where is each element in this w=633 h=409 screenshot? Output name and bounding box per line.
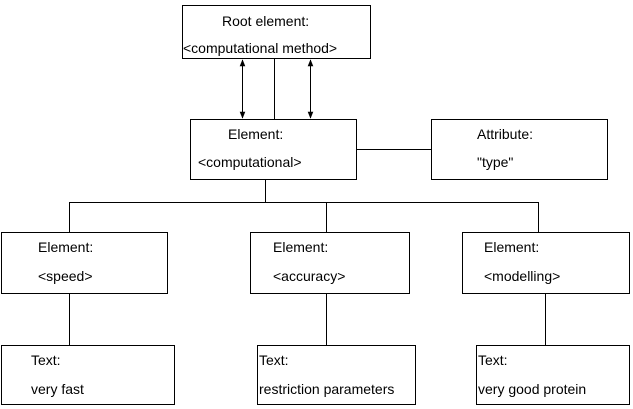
root-element-tag: <computational method> [183, 40, 338, 56]
accuracy-element-label: Element: [273, 239, 329, 255]
root-element-box: Root element: <computational method> [182, 5, 371, 59]
modelling-text-label: Text: [478, 352, 508, 368]
speed-element-label: Element: [38, 239, 94, 255]
accuracy-text-value: restriction parameters [259, 381, 395, 397]
accuracy-text-box: Text: restriction parameters [257, 345, 416, 405]
modelling-text-value: very good protein [478, 381, 587, 397]
attribute-value: "type" [477, 154, 514, 170]
modelling-element-box: Element: <modelling> [462, 232, 630, 294]
computational-element-label: Element: [228, 126, 284, 142]
accuracy-element-tag: <accuracy> [273, 268, 346, 284]
modelling-element-label: Element: [484, 239, 540, 255]
speed-text-label: Text: [31, 352, 61, 368]
computational-element-tag: <computational> [198, 154, 302, 170]
root-element-label: Root element: [222, 13, 310, 29]
accuracy-text-label: Text: [259, 352, 289, 368]
modelling-text-box: Text: very good protein [476, 345, 630, 405]
computational-element-box: Element: <computational> [190, 119, 357, 180]
speed-text-box: Text: very fast [1, 345, 175, 405]
accuracy-element-box: Element: <accuracy> [250, 232, 410, 294]
attribute-label: Attribute: [477, 126, 534, 142]
modelling-element-tag: <modelling> [484, 268, 561, 284]
attribute-box: Attribute: "type" [431, 119, 608, 180]
speed-text-value: very fast [31, 381, 84, 397]
speed-element-tag: <speed> [38, 268, 93, 284]
speed-element-box: Element: <speed> [1, 232, 168, 294]
